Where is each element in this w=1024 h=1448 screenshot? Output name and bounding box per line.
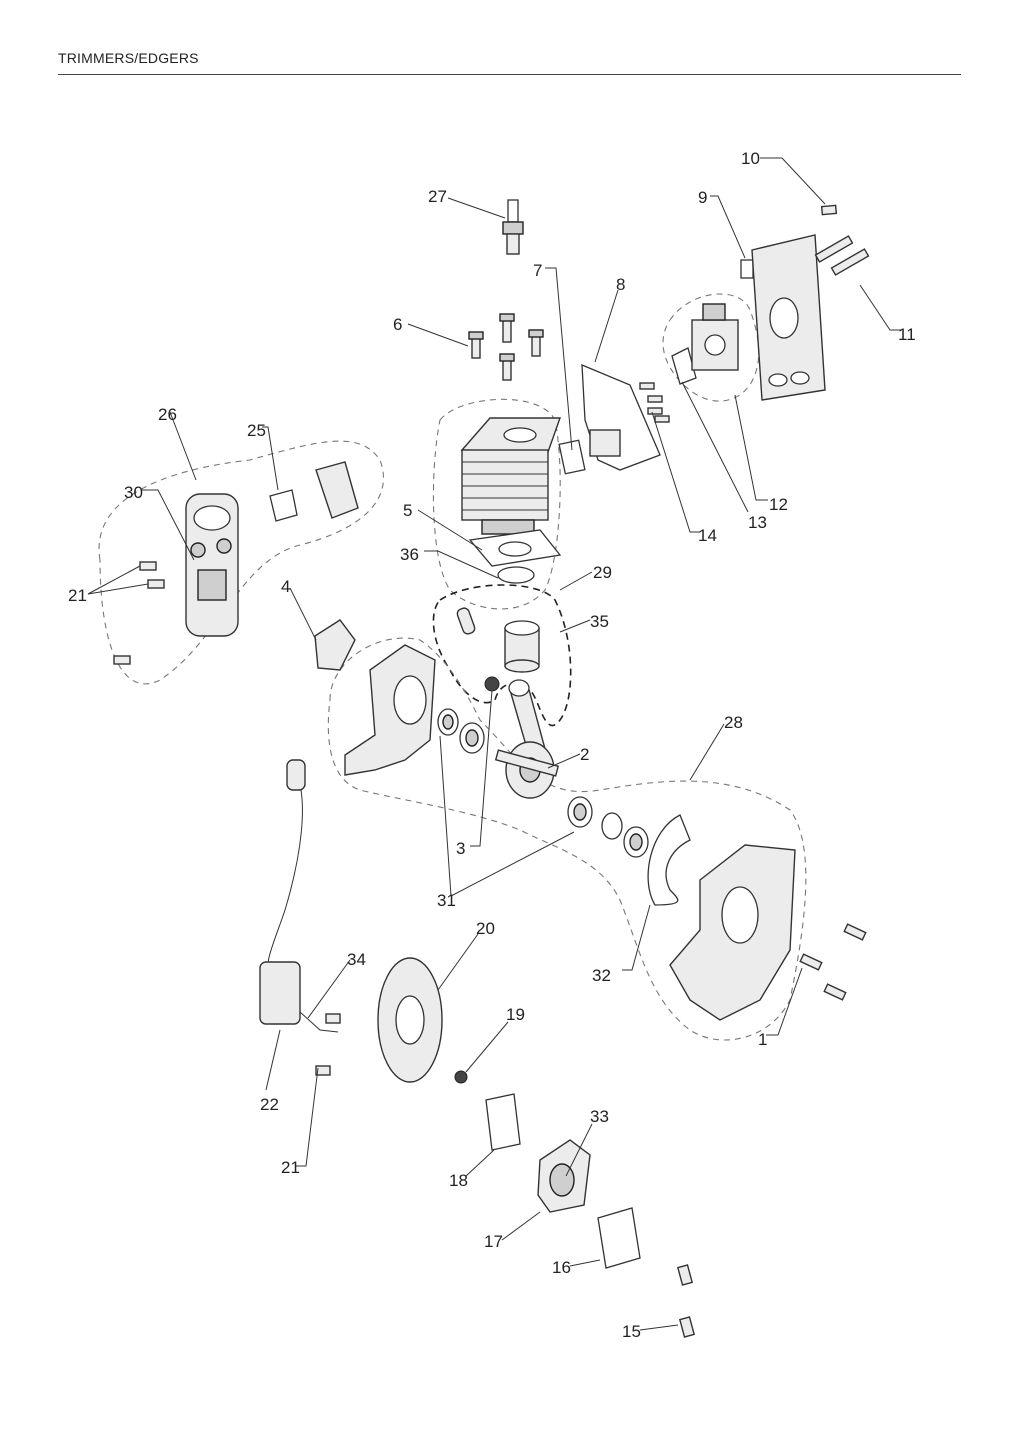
callout-16: 16 [552, 1258, 571, 1277]
flywheel-nut [454, 1070, 468, 1084]
crankshaft [494, 679, 560, 799]
starter-cover-gasket [597, 1207, 641, 1269]
callout-30: 30 [124, 483, 143, 502]
cylinder [460, 417, 561, 535]
starter-gasket [485, 1093, 521, 1151]
ignition-coil [259, 759, 339, 1033]
callout-6: 6 [393, 315, 402, 334]
crankcase-right-half [669, 844, 796, 1021]
callout-21-lower: 21 [281, 1158, 300, 1177]
callout-8: 8 [616, 275, 625, 294]
crankcase-left-group-outline [327, 637, 807, 1041]
muffler-flange [315, 461, 359, 519]
callout-19: 19 [506, 1005, 525, 1024]
crankcase-left-half [344, 644, 436, 776]
callout-11: 11 [898, 325, 916, 344]
starter-screw-lower [678, 1316, 696, 1338]
callout-2: 2 [580, 745, 589, 764]
callout-18: 18 [449, 1171, 468, 1190]
callout-28: 28 [724, 713, 743, 732]
callout-32: 32 [592, 966, 611, 985]
callout-4: 4 [281, 577, 290, 596]
callout-labels: 1 2 3 4 5 6 7 8 9 10 11 12 13 14 15 16 1… [68, 149, 916, 1341]
carburetor [691, 303, 739, 371]
piston [456, 607, 540, 673]
callout-7: 7 [533, 261, 542, 280]
crankcase-screws [799, 923, 867, 1001]
spark-plug [502, 199, 524, 255]
carburetor-screws [639, 382, 670, 423]
coil-screw-lower [315, 1065, 331, 1076]
muffler-screws [113, 561, 165, 665]
callout-33: 33 [590, 1107, 609, 1126]
callout-13: 13 [748, 513, 767, 532]
air-box-bolts [814, 204, 870, 276]
callout-14: 14 [698, 526, 717, 545]
callout-1: 1 [758, 1030, 767, 1049]
cylinder-group-outline [432, 398, 561, 610]
muffler [185, 493, 239, 637]
crank-bearings [437, 708, 649, 858]
callout-20: 20 [476, 919, 495, 938]
callout-9: 9 [698, 188, 707, 207]
callout-15: 15 [622, 1322, 641, 1341]
callout-5: 5 [403, 501, 412, 520]
callout-12: 12 [769, 495, 788, 514]
callout-3: 3 [456, 839, 465, 858]
starter-pulley [537, 1139, 591, 1213]
callout-21-upper: 21 [68, 586, 87, 605]
leader-lines [87, 157, 902, 1331]
callout-26: 26 [158, 405, 177, 424]
callout-27: 27 [428, 187, 447, 206]
callout-17: 17 [484, 1232, 503, 1251]
ignition-module-bracket [314, 619, 356, 671]
starter-screw [676, 1264, 694, 1286]
coil-screw [325, 1013, 341, 1024]
callout-35: 35 [590, 612, 609, 631]
callout-10: 10 [741, 149, 760, 168]
callout-22: 22 [260, 1095, 279, 1114]
air-filter-housing [740, 234, 826, 401]
crankcase-gasket [647, 814, 691, 906]
needle-bearing [484, 676, 500, 692]
page-title: TRIMMERS/EDGERS [58, 50, 199, 66]
muffler-group-outline [98, 440, 385, 685]
cylinder-bolts [468, 313, 544, 381]
callout-29: 29 [593, 563, 612, 582]
callout-31: 31 [437, 891, 456, 910]
piston-ring [497, 566, 535, 584]
piston-group-outline [432, 584, 572, 727]
callout-25: 25 [247, 421, 266, 440]
page-header: TRIMMERS/EDGERS [58, 48, 961, 75]
intake-gasket [558, 439, 586, 475]
flywheel [377, 957, 443, 1083]
callout-36: 36 [400, 545, 419, 564]
carburetor-gasket [671, 347, 697, 385]
muffler-gasket [269, 489, 298, 522]
callout-34: 34 [347, 950, 366, 969]
